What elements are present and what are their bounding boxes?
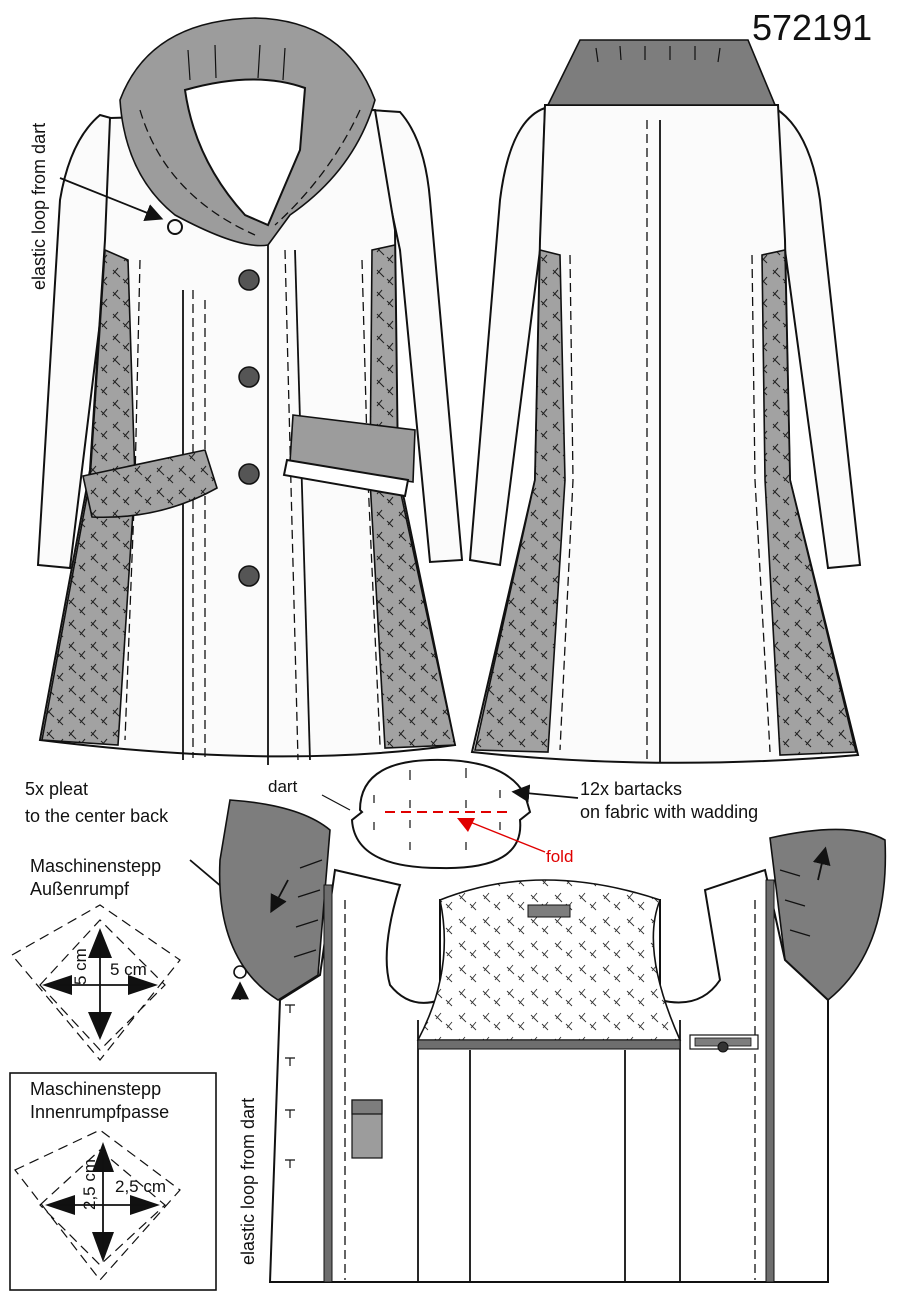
label-elastic-loop-inside: elastic loop from dart [238,1098,258,1265]
coat-inside-view [218,799,887,1283]
elastic-loop-front [167,219,183,235]
arrow-bartacks [511,784,579,803]
hanger-loop [527,904,571,918]
quilt-grid-outer [11,904,181,1061]
quilting-inner-title-2: Innenrumpfpasse [30,1102,169,1122]
fold-leader [469,821,546,853]
quilting-outer-title-1: Maschinenstepp [30,856,161,876]
collar-pleats [187,44,286,81]
quilting-outer-dim-horizontal: 5 cm [110,960,147,979]
front-right-sleeve [368,108,464,564]
article-number: 572191 [752,7,872,48]
inner-pocket-right [689,1034,759,1053]
label-dart: dart [268,777,298,796]
quilting-inner-frame [9,1072,217,1291]
front-collar-stand [183,78,307,227]
button [238,366,260,388]
quilt-grid-inner [14,1129,181,1281]
inside-collar-left [218,799,331,1001]
left-facing-strip [323,884,333,1283]
buttonhole-marks [285,1004,295,1168]
inside-body [268,868,829,1283]
front-princess-seam-right [294,249,311,761]
quilting-outer-title-2: Außenrumpf [30,879,130,899]
button [238,565,260,587]
elastic-loop-inside [233,965,247,979]
front-left-sleeve [36,113,120,570]
dart-pattern-piece [350,758,532,870]
inside-collar-right [769,828,887,1002]
quilting-inner-dim-vertical: 2,5 cm [80,1159,99,1210]
label-elastic-loop-front: elastic loop from dart [29,123,49,290]
front-buttons [238,269,260,587]
label-fold: fold [546,847,573,866]
yoke-band [417,1039,681,1050]
dart-leader [321,794,351,811]
quilting-diagram-outer: Maschinenstepp Außenrumpf 5 cm 5 cm [11,856,181,1061]
inner-pocket-left [351,1099,383,1159]
button [238,269,260,291]
back-left-quilted-panel [474,248,566,753]
coat-back-view [468,39,862,764]
collar-pleat-marks [293,859,811,958]
right-facing-strip [765,879,775,1283]
back-left-sleeve [468,106,547,567]
front-left-pocket-flap [82,449,218,519]
back-collar-pleats [595,45,721,63]
label-bartacks-2: on fabric with wadding [580,802,758,822]
quilting-diagram-inner: Maschinenstepp Innenrumpfpasse 2,5 cm 2,… [9,1072,217,1291]
coat-front-view [36,17,464,765]
inside-quilted-yoke [416,879,682,1041]
quilting-inner-title-1: Maschinenstepp [30,1079,161,1099]
inner-pocket-button [717,1041,729,1053]
back-right-sleeve [773,106,862,570]
front-right-pocket-welt [282,458,410,498]
back-collar [546,39,777,106]
label-pleat-2: to the center back [25,806,169,826]
quilting-inner-dim-horizontal: 2,5 cm [115,1177,166,1196]
label-pleat-1: 5x pleat [25,779,88,799]
button [238,463,260,485]
fold-arrowhead [457,818,475,832]
label-bartacks-1: 12x bartacks [580,779,682,799]
quilting-outer-dim-vertical: 5 cm [71,948,90,985]
dart-detail: dart 12x bartacks on fabric with wadding… [268,758,758,870]
arrow-elastic-loop-front [59,177,164,222]
back-right-quilted-panel [761,249,858,756]
